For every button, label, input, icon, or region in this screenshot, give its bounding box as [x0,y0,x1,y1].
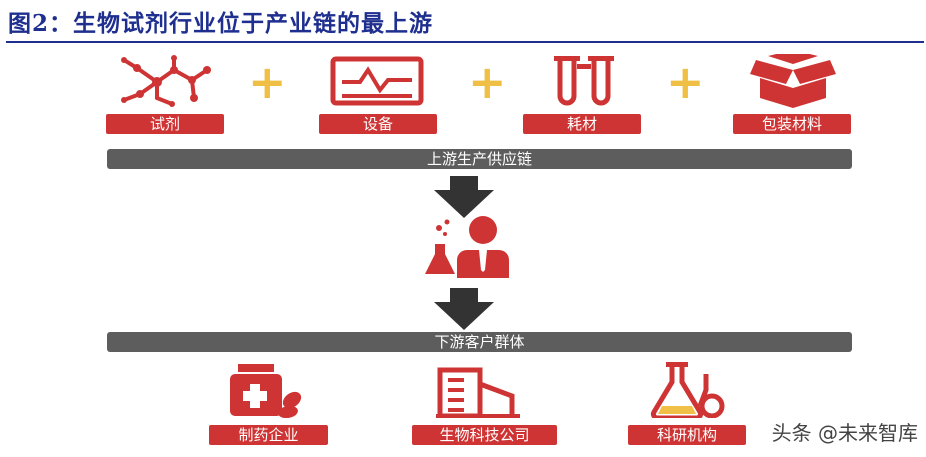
molecule-icon [121,55,211,107]
upstream-item-consumables: 耗材 [523,114,641,134]
upstream-item-packaging: 包装材料 [733,114,851,134]
downstream-customer-bar: 下游客户群体 [107,332,852,352]
down-arrow-icon [434,288,494,330]
test-tubes-icon [554,56,614,106]
down-arrow-icon [434,176,494,218]
scientist-icon [425,216,509,278]
upstream-item-equipment: 设备 [319,114,437,134]
plus-sign: + [666,55,705,109]
downstream-item-pharma: 制药企业 [209,425,328,445]
downstream-item-research: 科研机构 [628,425,746,445]
watermark-text: 头条 @未来智库 [771,421,918,445]
medicine-bottle-icon [230,364,302,418]
plus-sign: + [468,55,507,109]
monitor-device-icon [330,56,424,106]
office-building-icon [436,367,520,418]
figure-title: 图2：生物试剂行业位于产业链的最上游 [8,10,434,37]
upstream-item-reagent: 试剂 [106,114,224,134]
plus-sign: + [248,55,287,109]
open-box-icon [750,54,836,108]
downstream-item-biotech: 生物科技公司 [412,425,557,445]
title-underline [6,41,924,43]
upstream-supply-chain-bar: 上游生产供应链 [107,149,852,169]
flask-icon [650,362,725,418]
